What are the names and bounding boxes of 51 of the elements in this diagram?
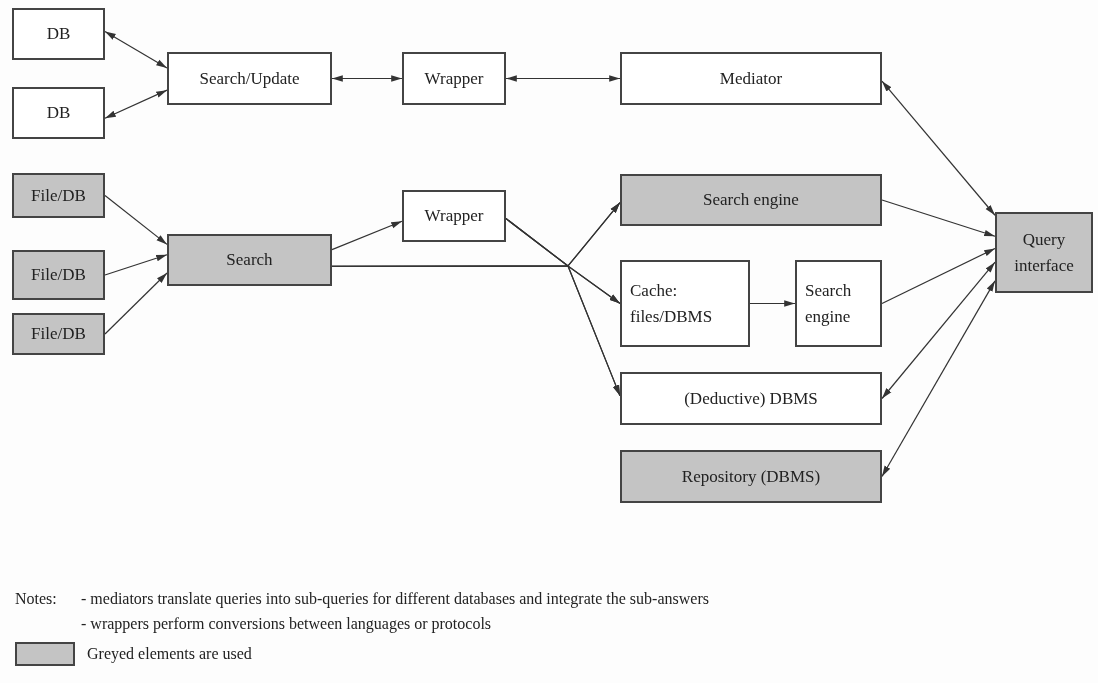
box-label: File/DB <box>31 184 86 207</box>
process-box <box>620 52 882 105</box>
arrow <box>881 199 996 237</box>
note-heading: Notes: <box>15 589 57 609</box>
arrow <box>104 30 168 69</box>
box-label: Search engine <box>805 280 853 328</box>
box-label: Wrapper <box>424 67 484 90</box>
box-label: Search <box>226 249 273 272</box>
box-label: File/DB <box>31 264 86 287</box>
box-label: DB <box>46 102 71 125</box>
process-box <box>402 52 506 105</box>
process-box <box>12 250 105 300</box>
arrow <box>331 220 403 251</box>
process-box <box>402 190 506 242</box>
box-label: Search/Update <box>199 67 300 90</box>
arrow <box>881 261 996 400</box>
note-text: - wrappers perform conversions between languages or protocols <box>81 614 492 635</box>
process-box <box>795 260 882 347</box>
process-box <box>167 234 332 286</box>
box-label: Search engine <box>703 189 799 212</box>
box-label: File/DB <box>31 323 86 346</box>
box-label: Query interface <box>1013 229 1075 277</box>
arrow <box>104 194 168 245</box>
process-box <box>620 174 882 226</box>
process-box <box>12 8 105 60</box>
arrow <box>505 75 621 82</box>
process-box <box>620 260 750 347</box>
arrow <box>505 218 621 397</box>
box-label: (Deductive) DBMS <box>684 387 818 410</box>
legend-label: Greyed elements are used <box>87 644 252 665</box>
arrow <box>104 272 168 335</box>
arrow <box>881 80 996 216</box>
process-box <box>995 212 1093 293</box>
arrow <box>104 254 168 276</box>
process-box <box>12 87 105 139</box>
note-text: - mediators translate queries into sub-queries for different databases and integrate the sub-answers <box>81 589 709 610</box>
process-box <box>12 313 105 355</box>
box-label: Repository (DBMS) <box>681 465 821 488</box>
arrow <box>881 247 996 305</box>
process-box <box>620 450 882 503</box>
box-label: Mediator <box>719 67 783 90</box>
box-label: Cache: files/DBMS <box>630 280 714 328</box>
box-label: DB <box>46 23 71 46</box>
arrow <box>331 75 403 82</box>
arrow <box>881 280 996 478</box>
process-box <box>12 173 105 218</box>
process-box <box>167 52 332 105</box>
box-label: Wrapper <box>424 205 484 228</box>
arrow <box>749 300 796 307</box>
arrow <box>104 89 168 119</box>
process-box <box>620 372 882 425</box>
